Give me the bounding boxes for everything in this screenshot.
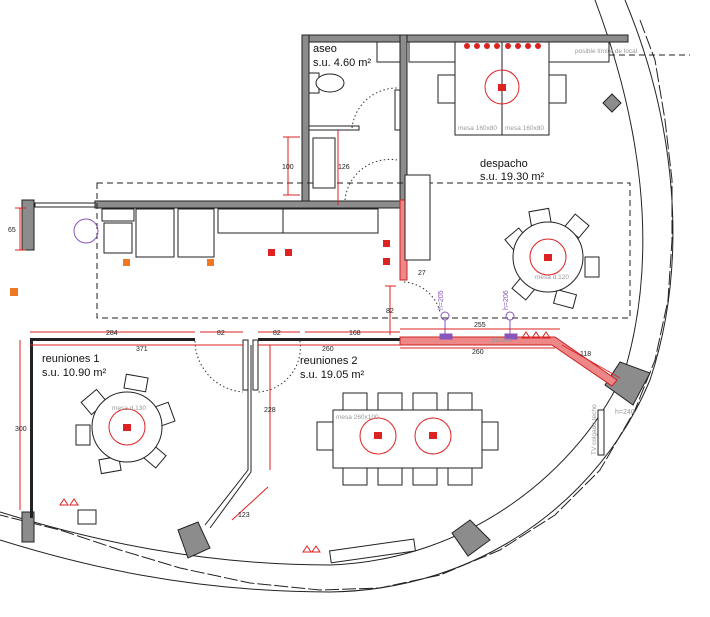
limit-label: posible límite de local	[575, 48, 638, 55]
svg-text:284: 284	[106, 330, 118, 337]
facade	[0, 0, 674, 593]
svg-text:27: 27	[418, 270, 426, 277]
lamps-row	[464, 43, 541, 49]
desk-label: mesa 160x80	[458, 125, 497, 132]
room-area-reuniones2: s.u. 19.05 m²	[300, 369, 365, 381]
svg-text:82: 82	[386, 308, 394, 315]
round-table-reuniones1: mesa d.130	[75, 373, 176, 475]
svg-text:82: 82	[217, 330, 225, 337]
room-name-aseo: aseo	[313, 43, 337, 55]
dimension-labels: 100 126 65 27 82 h=205 h=206 255 260 118…	[8, 164, 635, 519]
svg-text:h=240: h=240	[615, 409, 635, 416]
data-outlets	[439, 311, 518, 340]
sink	[312, 137, 336, 189]
bench	[329, 538, 416, 564]
pillar	[21, 511, 35, 543]
svg-text:126: 126	[338, 164, 350, 171]
svg-text:100: 100	[282, 164, 294, 171]
wall-lamps	[59, 331, 551, 553]
sockets	[10, 259, 214, 296]
cabinet	[404, 174, 431, 261]
svg-text:228: 228	[264, 407, 276, 414]
table-label: mesa d.120	[535, 274, 569, 281]
room-name-reuniones1: reuniones 1	[42, 353, 100, 365]
room-area-reuniones1: s.u. 10.90 m²	[42, 367, 107, 379]
room-area-aseo: s.u. 4.60 m²	[313, 57, 371, 69]
desk-label: mesa 160x80	[505, 125, 544, 132]
svg-text:123: 123	[238, 512, 250, 519]
svg-text:h=205: h=205	[438, 290, 445, 310]
room-name-despacho: despacho	[480, 158, 528, 170]
pillar	[451, 519, 491, 557]
bench	[77, 509, 97, 525]
svg-text:300: 300	[15, 426, 27, 433]
room-area-despacho: s.u. 19.30 m²	[480, 171, 545, 183]
cabinet	[376, 41, 401, 63]
window	[34, 202, 96, 208]
counters	[73, 208, 379, 258]
pillar	[602, 93, 622, 113]
desks: mesa 160x80 mesa 160x80	[408, 41, 610, 136]
svg-text:65: 65	[8, 227, 16, 234]
svg-text:168: 168	[349, 330, 361, 337]
toilet	[308, 72, 345, 94]
open-area-outline	[96, 182, 631, 319]
svg-text:260: 260	[322, 346, 334, 353]
table-label: mesa d.130	[112, 405, 146, 412]
pillar	[177, 521, 211, 559]
table-label: mesa 260x100	[336, 414, 379, 421]
whiteboard-label: pizarra	[492, 337, 512, 344]
svg-text:255: 255	[474, 322, 486, 329]
dimension-lines	[15, 130, 621, 521]
tv	[597, 409, 605, 456]
tv-label: TV colgado techo	[591, 404, 598, 455]
door-leaf	[394, 89, 401, 131]
svg-text:371: 371	[136, 346, 148, 353]
pillar	[604, 361, 651, 406]
door-swings	[194, 87, 441, 393]
svg-text:260: 260	[472, 349, 484, 356]
room-name-reuniones2: reuniones 2	[300, 355, 358, 367]
long-table: mesa 260x100	[316, 392, 499, 486]
svg-text:82: 82	[273, 330, 281, 337]
svg-text:118: 118	[580, 351, 591, 358]
svg-text:h=206: h=206	[503, 290, 510, 310]
light-fixtures	[123, 84, 552, 439]
